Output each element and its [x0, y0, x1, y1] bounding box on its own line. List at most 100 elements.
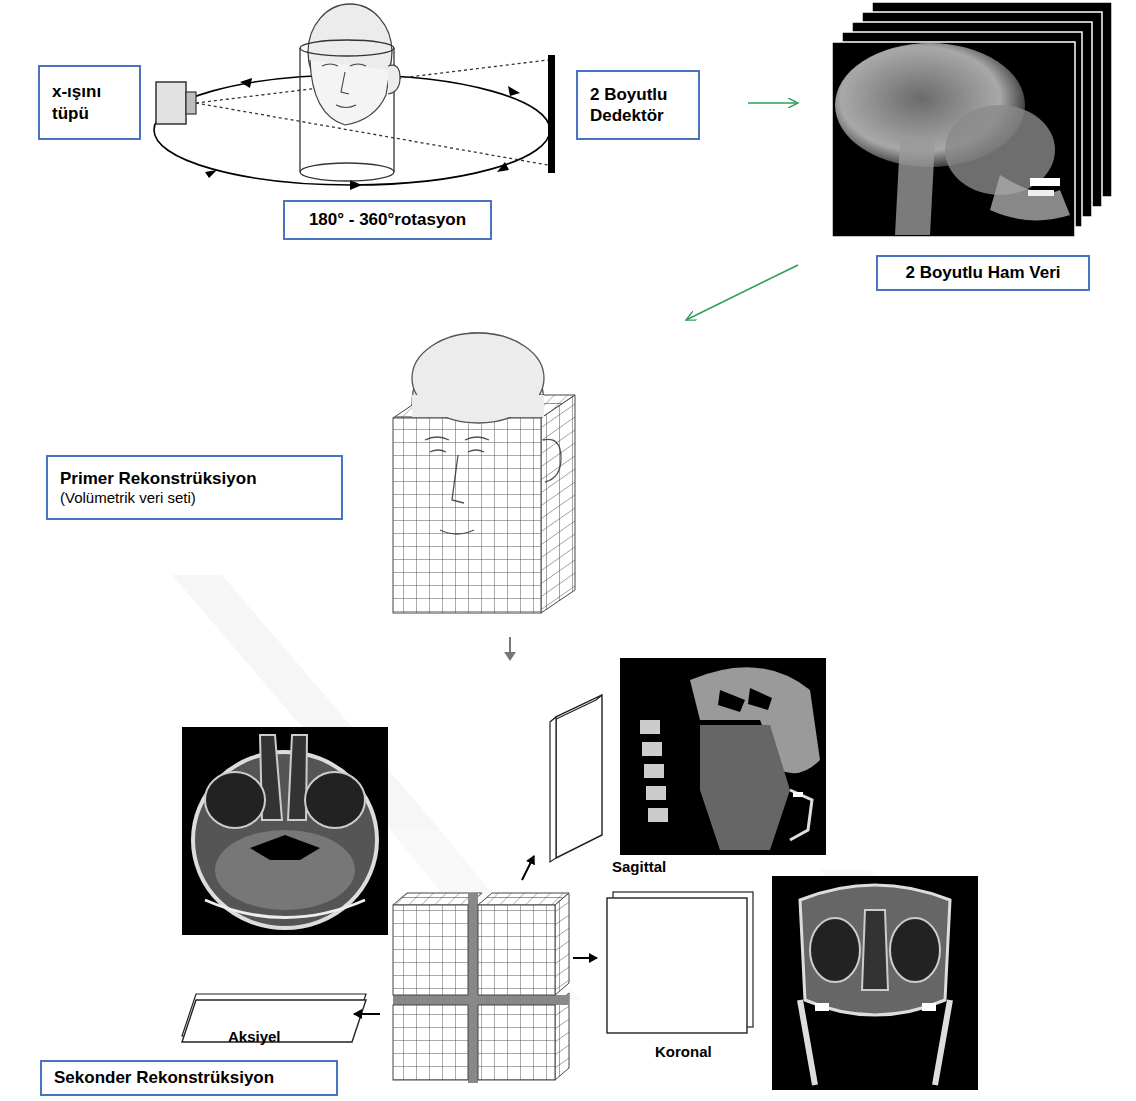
label-box: 2 Boyutlu Ham Veri [876, 255, 1090, 291]
illustration-part [810, 918, 860, 982]
illustration-part [862, 910, 888, 990]
illustration-part [336, 105, 356, 108]
illustration-part [772, 876, 978, 1090]
illustration-part [644, 764, 664, 778]
illustration-part [543, 439, 561, 482]
illustration-part [322, 64, 366, 66]
illustration-part [793, 792, 803, 797]
voxel-cube-head [393, 333, 575, 661]
box-title: x-ışını tüpü [52, 81, 117, 124]
coronal-image [772, 876, 978, 1090]
projection-stack [832, 2, 1112, 237]
illustration-part [556, 695, 602, 858]
illustration-part [452, 455, 464, 503]
box-title: 2 Boyutlu Ham Veri [886, 262, 1080, 283]
illustration-part [800, 885, 950, 1015]
box-content: Sekonder Rekonstrüksiyon [42, 1067, 336, 1088]
illustration-part [748, 102, 798, 104]
box-content: x-ışını tüpü [40, 81, 139, 124]
illustration-part [205, 772, 265, 828]
illustration-part [299, 48, 300, 172]
illustration-part [1030, 178, 1060, 186]
box-content: 2 Boyutlu Ham Veri [878, 262, 1088, 283]
view-label: Koronal [655, 1043, 712, 1060]
split-voxel-cube [393, 893, 569, 1083]
illustration-part [555, 993, 569, 1080]
illustration-part [478, 893, 569, 905]
illustration-part [425, 437, 489, 440]
illustration-part [205, 170, 217, 178]
illustration-part [341, 72, 349, 94]
view-label: Sagittal [612, 858, 666, 875]
box-title: Primer Rekonstrüksiyon [60, 468, 333, 489]
illustration-part [550, 695, 602, 722]
illustration-part [354, 1013, 380, 1015]
illustration-part [250, 835, 320, 860]
illustration-part [815, 1003, 829, 1011]
illustration-part [646, 786, 666, 800]
illustration-part [642, 742, 662, 756]
illustration-part [509, 637, 511, 652]
illustration-part [478, 905, 555, 995]
illustration-part [300, 163, 394, 181]
illustration-part [648, 808, 668, 822]
illustration-part [186, 92, 196, 114]
label-box: x-ışını tüpü [38, 65, 141, 140]
box-subtitle: (Volümetrik veri seti) [60, 489, 333, 508]
illustration-part [573, 957, 597, 959]
illustration-part [895, 140, 935, 235]
illustration-part [640, 720, 660, 734]
illustration-part [156, 82, 186, 124]
illustration-part [555, 893, 569, 995]
illustration-part [497, 162, 509, 172]
illustration-part [412, 333, 544, 423]
illustration-part [508, 86, 520, 96]
illustration-part [393, 418, 541, 613]
illustration-part [550, 717, 556, 862]
illustration-part [790, 790, 812, 840]
illustration-part [305, 772, 365, 828]
illustration-part [430, 450, 484, 452]
illustration-part [620, 658, 826, 855]
illustration-part [800, 1000, 950, 1085]
label-box: Sekonder Rekonstrüksiyon [40, 1060, 338, 1096]
illustration-part [468, 893, 478, 1083]
illustration-part [748, 688, 772, 710]
illustration-part [215, 830, 355, 910]
illustration-part [504, 652, 516, 661]
box-title: 2 Boyutlu Dedektör [590, 84, 688, 127]
illustration-part [1028, 190, 1054, 196]
illustration-part [541, 395, 575, 613]
label-box: Primer Rekonstrüksiyon(Volümetrik veri s… [46, 455, 343, 520]
illustration-part [182, 727, 388, 935]
illustration-part [240, 78, 252, 88]
illustration-part [922, 1003, 936, 1011]
illustration-part [440, 530, 474, 534]
label-box: 2 Boyutlu Dedektör [576, 70, 700, 140]
illustration-part [832, 42, 1075, 237]
illustration-part [388, 65, 400, 94]
illustration-part [205, 900, 365, 918]
illustration-part [478, 1005, 555, 1080]
illustration-part [990, 175, 1070, 220]
illustration-part [412, 395, 544, 417]
illustration-part [700, 725, 790, 850]
illustration-part [686, 265, 798, 320]
illustration-part [393, 905, 468, 995]
illustration-part [288, 735, 307, 820]
box-content: 2 Boyutlu Dedektör [578, 84, 698, 127]
illustration-part [718, 690, 745, 712]
flow-arrow [686, 103, 798, 320]
illustration-part [310, 60, 390, 125]
box-title: Sekonder Rekonstrüksiyon [54, 1067, 328, 1088]
box-content: 180° - 360°rotasyon [285, 209, 490, 230]
sagittal-image [620, 658, 826, 855]
illustration-part [607, 898, 747, 1033]
illustration-part [425, 437, 561, 534]
axial-image [182, 727, 388, 935]
acquisition-setup [154, 4, 555, 190]
illustration-part [300, 40, 394, 56]
box-title: 180° - 360°rotasyon [293, 209, 482, 230]
illustration-part [393, 995, 569, 1005]
